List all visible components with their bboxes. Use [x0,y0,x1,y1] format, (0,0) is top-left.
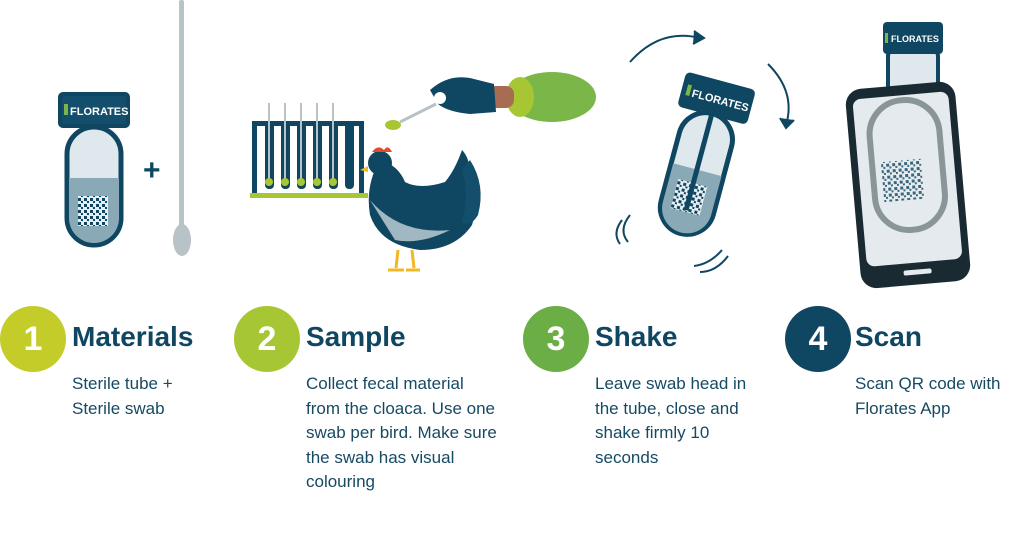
step-3-description: Leave swab head in the tube, close and s… [595,374,747,467]
step-3-title: Shake [595,321,678,352]
phone-icon: FLORATES [845,22,971,289]
illustrations: FLORATES + [58,0,971,289]
qr-code-icon [78,196,108,226]
tube-icon: FLORATES [58,92,130,248]
step-2-description: Collect fecal material from the cloaca. … [306,374,497,491]
hen-icon [360,147,481,272]
step-1-description: Sterile tube + Sterile swab [72,374,173,418]
tube-logo-text: FLORATES [70,106,128,118]
step-4-number-badge: 4 [785,306,851,372]
step-2-number-badge: 2 [234,306,300,372]
shaking-tube-icon: FLORATES [657,72,755,237]
swab-icon [173,0,191,256]
step-1-number-badge: 1 [0,306,66,372]
step-4-description: Scan QR code with Florates App [855,374,1001,418]
test-tube-rack-icon [250,103,368,198]
step-3-number-badge: 3 [523,306,589,372]
scan-tube-logo-text: FLORATES [891,34,939,44]
step-1-title: Materials [72,321,194,352]
step-4-title: Scan [855,321,922,352]
rotate-arrow-icon [615,30,795,273]
plus-sign: + [143,154,161,187]
step-2-title: Sample [306,321,406,352]
glove-hand-icon [385,72,596,130]
